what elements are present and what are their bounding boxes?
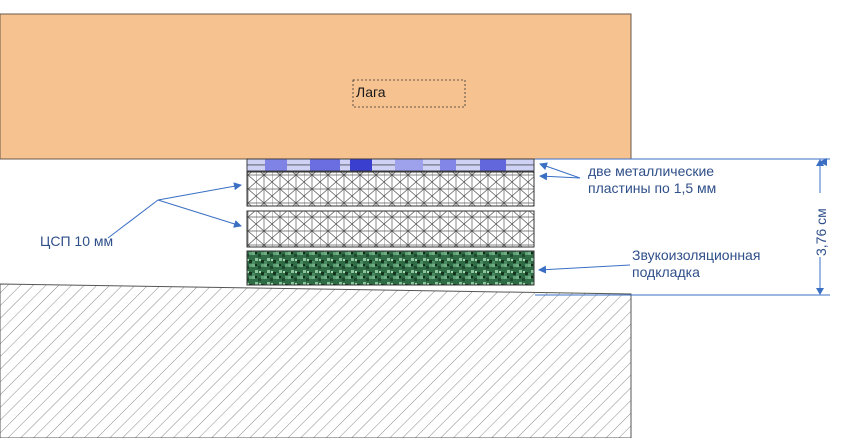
plates-leader [539,162,581,181]
underlay-label-line1: Звукоизоляционная [632,247,760,263]
csp-board-upper [246,171,535,207]
beam [0,13,632,160]
underlay-label-line2: подкладка [632,264,700,280]
dimension-label: 3,76 см [813,208,829,256]
csp-leader [107,182,242,239]
beam-label: Лага [356,84,386,100]
soundproof-underlay [246,250,535,286]
csp-board-lower [246,210,535,248]
metal-plates [246,158,535,172]
underlay-leader [538,264,631,274]
plates-label-line2: пластины по 1,5 мм [588,180,716,196]
plates-label-line1: две металлические [588,163,714,179]
dimension-line [535,158,830,296]
csp-label: ЦСП 10 мм [40,233,113,249]
base-slab [0,283,632,438]
beam-label-box [352,79,466,108]
